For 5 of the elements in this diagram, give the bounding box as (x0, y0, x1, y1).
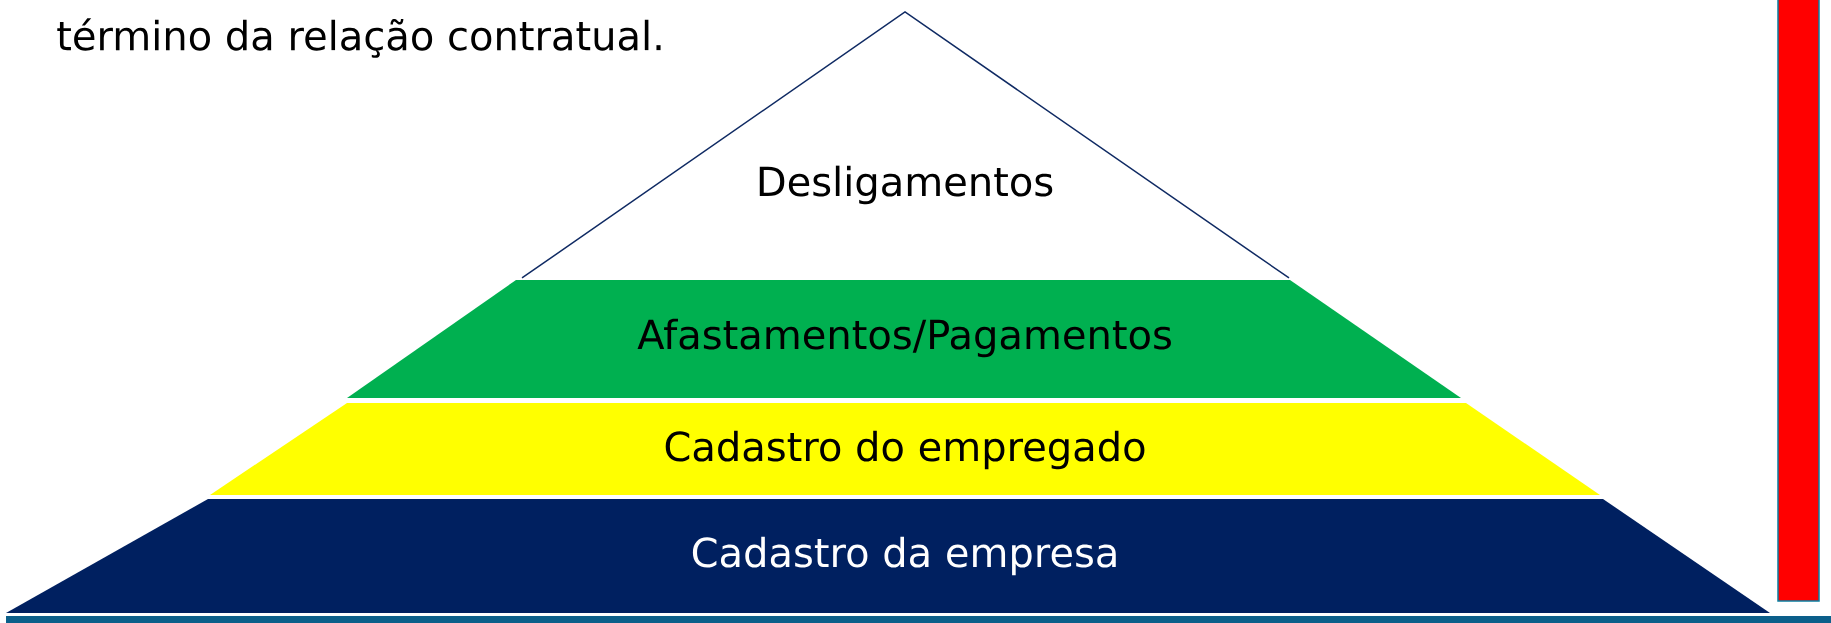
pyramid-level: Cadastro da empresa (6, 499, 1770, 613)
text-line: término da relação contratual. (57, 18, 661, 58)
bar (1777, 0, 1820, 602)
pyramid-level: Afastamentos/Pagamentos (347, 280, 1461, 398)
pyramid-level: Cadastro do empregado (210, 403, 1600, 495)
